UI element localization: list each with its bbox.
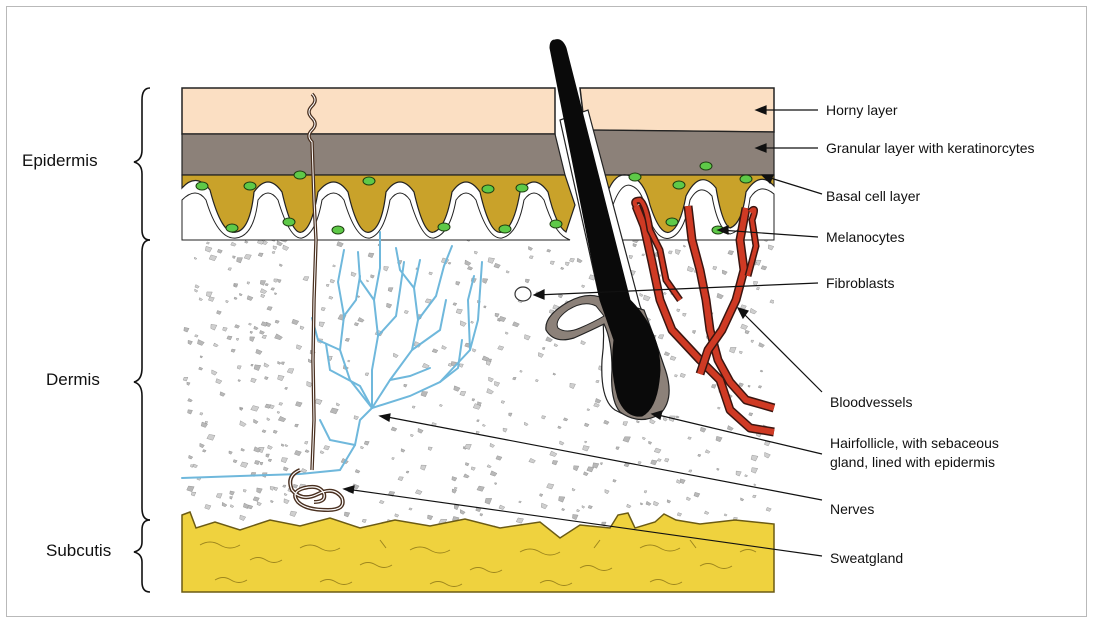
horny-layer: [182, 88, 555, 134]
hairfollicle-label-line2: gland, lined with epidermis: [830, 453, 995, 471]
region-braces: [134, 88, 150, 592]
epidermis-brace: [134, 88, 150, 240]
epidermis-label: Epidermis: [22, 151, 98, 171]
nerves-label: Nerves: [830, 500, 874, 518]
horny-layer-right: [580, 88, 774, 132]
subcutis-label: Subcutis: [46, 541, 111, 561]
dermis-label: Dermis: [46, 370, 100, 390]
basal-cell-layer-label: Basal cell layer: [826, 187, 920, 205]
dermis-brace: [134, 240, 150, 520]
hairfollicle-label-line1: Hairfollicle, with sebaceous: [830, 434, 999, 452]
granular-layer: [182, 134, 565, 175]
granular-layer-right: [585, 130, 774, 175]
fibroblasts-label: Fibroblasts: [826, 274, 894, 292]
granular-layer-label: Granular layer with keratinorcytes: [826, 139, 1035, 157]
bloodvessels-label: Bloodvessels: [830, 393, 913, 411]
fibroblast-cell: [515, 287, 531, 301]
sweatgland-label: Sweatgland: [830, 549, 903, 567]
melanocytes-label: Melanocytes: [826, 228, 905, 246]
subcutis-fat-layer: [182, 512, 774, 592]
horny-layer-label: Horny layer: [826, 101, 898, 119]
subcutis-brace: [134, 520, 150, 592]
